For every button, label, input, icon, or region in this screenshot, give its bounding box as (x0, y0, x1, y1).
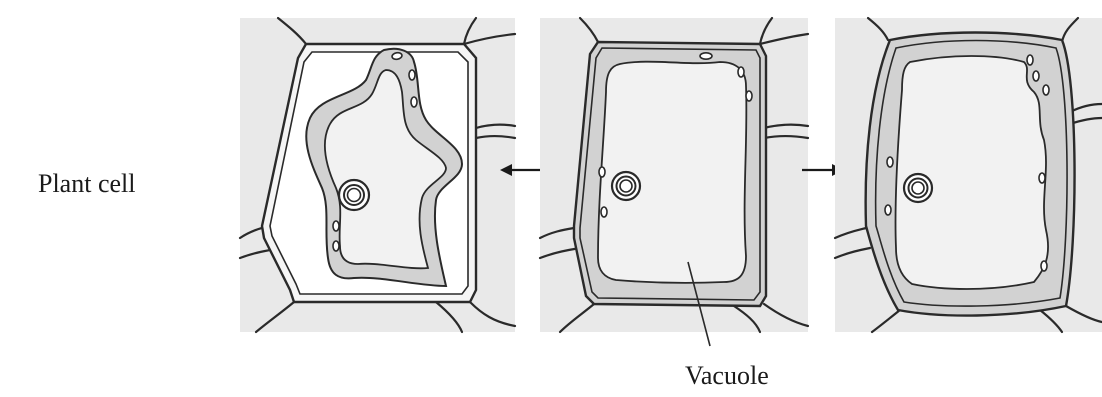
nucleus (339, 180, 369, 210)
nucleus (904, 174, 932, 202)
row-label: Plant cell (38, 169, 135, 198)
nucleus (612, 172, 640, 200)
panel-normal-cell (540, 18, 808, 346)
panel-swollen-cell (835, 18, 1102, 332)
vacuole-label: Vacuole (685, 361, 769, 390)
vacuole (895, 56, 1048, 289)
panel-plasmolyzed-cell (240, 18, 515, 332)
